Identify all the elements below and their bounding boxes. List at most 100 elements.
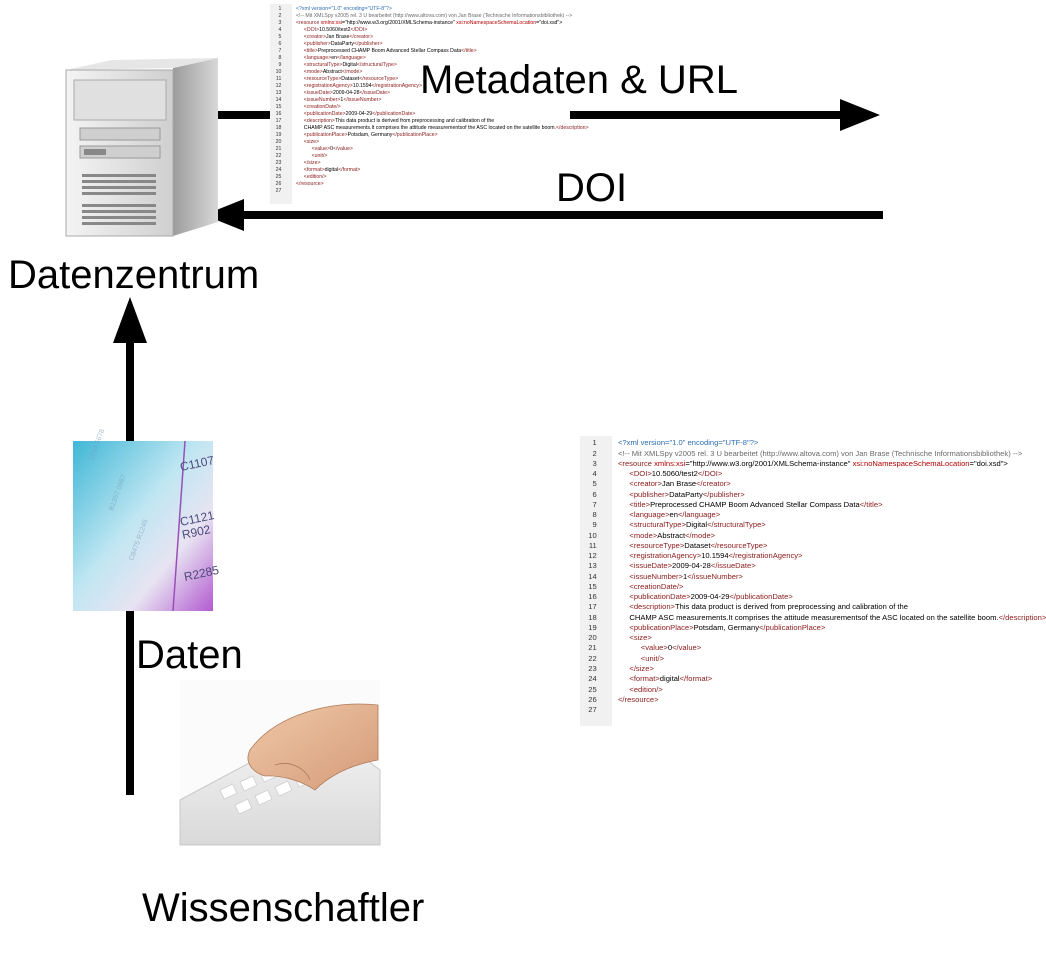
- xml-code: <publisher>DataParty</publisher>: [304, 41, 383, 47]
- line-number: 22: [588, 653, 597, 663]
- xml-line: 24 <format>digital</format>: [580, 674, 889, 684]
- xml-token: ="doi.xsd">: [969, 458, 1008, 468]
- xml-token: </language>: [677, 510, 721, 520]
- xml-line: 7<title>Preprocessed CHAMP Boom Advanced…: [580, 500, 889, 510]
- xml-token: </issueNumber>: [687, 571, 743, 581]
- xml-line: 6<publisher>DataParty</publisher>: [270, 41, 570, 48]
- xml-line: 19<publicationPlace>Potsdam, Germany</pu…: [270, 132, 570, 139]
- xml-token: <DOI>: [629, 469, 652, 479]
- xml-token: </publicationDate>: [729, 592, 793, 602]
- xml-code: <value>0</value>: [641, 643, 701, 652]
- xml-code: <edition/>: [304, 174, 327, 180]
- xml-token: <size>: [303, 138, 320, 145]
- xml-token: <title>: [629, 499, 651, 509]
- xml-code: <language>en</language>: [304, 55, 366, 61]
- xml-line: 27: [580, 705, 889, 715]
- line-number: 3: [278, 19, 282, 26]
- xml-line: 17<description>This data product is deri…: [270, 118, 570, 125]
- xml-token: </value>: [672, 643, 702, 653]
- xml-token: <edition/>: [303, 174, 327, 181]
- xml-token: <format>: [303, 167, 325, 174]
- xml-line: 2<!-- Mit XMLSpy v2005 rel. 3 U bearbeit…: [580, 448, 1022, 459]
- line-number: 20: [588, 633, 597, 643]
- xml-line: 20 <size>: [270, 139, 570, 146]
- xml-token: Potsdam, Germany: [347, 131, 393, 138]
- line-number: 2: [592, 448, 597, 458]
- line-number: 21: [275, 145, 282, 152]
- xml-line: 16<publicationDate>2009-04-29</publicati…: [580, 592, 889, 602]
- line-number: 13: [275, 89, 282, 96]
- line-number: 3: [592, 458, 597, 468]
- xml-code: <?xml version="1.0" encoding="UTF-8"?>: [296, 6, 392, 12]
- xml-code: <mode>Abstract</mode>: [304, 69, 363, 75]
- xml-token: 2009-04-28: [672, 561, 711, 571]
- xml-token: CHAMP ASC measurements.It comprises the …: [303, 124, 556, 131]
- xml-line: 27: [270, 188, 570, 195]
- xml-code: <structuralType>Digital</structuralType>: [304, 62, 397, 68]
- line-number: 18: [588, 612, 597, 622]
- xml-code: <resourceType>Dataset</resourceType>: [629, 541, 767, 550]
- xml-token: Jan Brase: [326, 33, 350, 40]
- xml-token: </registrationAgency>: [371, 82, 423, 89]
- xml-line: 25<edition/>: [580, 685, 889, 695]
- line-number: 6: [592, 489, 597, 499]
- xml-token: </resource>: [296, 181, 324, 188]
- line-number: 17: [588, 602, 597, 612]
- xml-line: 8<language>en</language>: [270, 55, 570, 62]
- xml-line: 24<format>digital</format>: [270, 167, 570, 174]
- xml-token: </DOI>: [350, 26, 368, 33]
- xml-line: 22 <unit/>: [580, 654, 889, 664]
- xml-line: 14 <issueNumber>1</issueNumber>: [270, 97, 570, 104]
- xml-token: <value>: [311, 145, 331, 152]
- xml-token: </issueNumber>: [343, 96, 382, 103]
- xml-code: <issueNumber>1</issueNumber>: [629, 572, 743, 581]
- line-number: 7: [278, 47, 282, 54]
- line-number: 8: [592, 510, 597, 520]
- xml-line: 2<!-- Mit XMLSpy v2005 rel. 3 U bearbeit…: [270, 12, 573, 20]
- xml-code: <edition/>: [629, 685, 662, 694]
- xml-code: <creationDate/>: [629, 582, 683, 591]
- label-data-center: Datenzentrum: [8, 253, 260, 297]
- xml-line: 10<mode>Abstract</mode>: [270, 69, 570, 76]
- xml-code: </resource>: [618, 695, 659, 704]
- line-number: 14: [275, 96, 282, 103]
- xml-token: 10.1594: [701, 551, 729, 561]
- xml-token: 10.5060/test2: [319, 26, 351, 33]
- xml-code: <issueDate>2009-04-28</issueDate>: [304, 90, 390, 96]
- xml-line: 6<publisher>DataParty</publisher>: [580, 490, 889, 500]
- svg-text:R902: R902: [181, 522, 212, 542]
- line-number: 15: [275, 103, 282, 110]
- xml-token: Dataset: [341, 75, 360, 82]
- xml-code: <creationDate/>: [304, 104, 341, 110]
- line-number: 10: [588, 530, 597, 540]
- xml-token: <mode>: [629, 530, 658, 540]
- xml-code: <DOI>10.5060/test2</DOI>: [629, 469, 722, 478]
- xml-code: <issueNumber>1</issueNumber>: [304, 97, 382, 103]
- xml-token: <resource: [296, 19, 321, 26]
- xml-token: <creationDate/>: [629, 581, 684, 591]
- xml-token: CHAMP ASC measurements.It comprises the …: [629, 612, 999, 622]
- xml-code: </resource>: [296, 181, 324, 187]
- xml-code: <publicationPlace>Potsdam, Germany</publ…: [304, 132, 438, 138]
- xml-token: xsi:noNamespaceSchemaLocation: [456, 19, 537, 26]
- xml-code: <publicationPlace>Potsdam, Germany</publ…: [629, 623, 825, 632]
- line-number: 9: [592, 520, 597, 530]
- xml-token: <DOI>: [303, 26, 320, 33]
- xml-line: 3<resource xmlns:xsi="http://www.w3.org/…: [580, 458, 1007, 469]
- line-number: 16: [275, 110, 282, 117]
- xml-code: CHAMP ASC measurements.It comprises the …: [629, 613, 1046, 622]
- xml-code: <title>Preprocessed CHAMP Boom Advanced …: [629, 500, 882, 509]
- line-number: 11: [588, 540, 597, 550]
- xml-code: <format>digital</format>: [629, 674, 712, 683]
- line-number: 21: [588, 643, 597, 653]
- xml-token: <?xml version="1.0" encoding="UTF-8"?>: [618, 438, 759, 448]
- line-number: 24: [588, 674, 597, 684]
- xml-code: <unit/>: [641, 654, 664, 663]
- keyboard-typing-hands-image: [179, 680, 381, 846]
- line-number: 20: [275, 138, 282, 145]
- xml-token: </resourceType>: [710, 540, 768, 550]
- xml-token: <!-- Mit XMLSpy v2005 rel. 3 U bearbeite…: [296, 12, 573, 19]
- xml-line: 13 <issueDate>2009-04-28</issueDate>: [270, 90, 570, 97]
- xml-code: <creator>Jan Brase</creator>: [629, 479, 730, 488]
- line-number: 18: [275, 124, 282, 131]
